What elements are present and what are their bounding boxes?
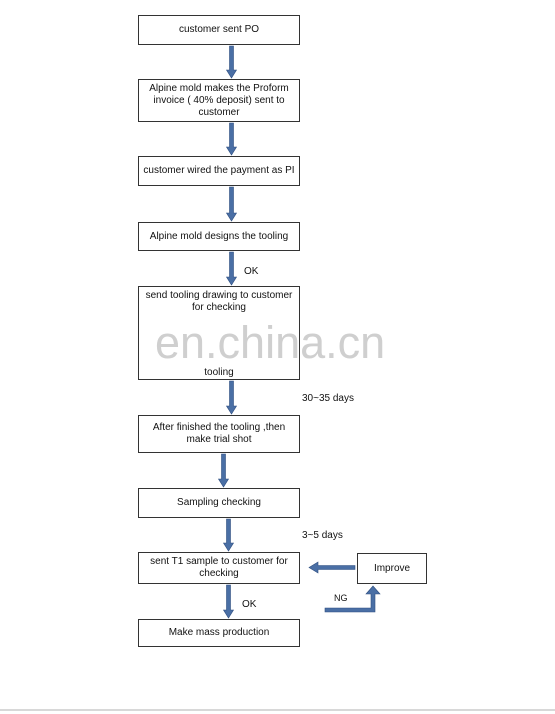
arrow-left-improve <box>308 561 356 574</box>
step-improve-text: Improve <box>373 562 411 574</box>
arrow-down-6 <box>217 453 230 488</box>
step-trial-shot-text: After finished the tooling ,then make tr… <box>152 422 286 445</box>
step-trial-shot: After finished the tooling ,then make tr… <box>138 415 300 453</box>
step-customer-sent-po-text: customer sent PO <box>178 24 260 35</box>
label-30-35-days: 30~35 days <box>302 393 354 404</box>
arrow-down-4 <box>225 251 238 286</box>
step-mass-production-text: Make mass production <box>168 627 270 638</box>
label-3-5-days: 3~5 days <box>302 530 343 541</box>
step-proform-invoice-text: Alpine mold makes the Proform invoice ( … <box>149 82 289 118</box>
step-send-drawing-tooling-text: tooling <box>204 367 234 378</box>
arrow-down-2 <box>225 122 238 156</box>
step-send-t1-sample: sent T1 sample to customer for checking <box>138 552 300 584</box>
step-payment-wired: customer wired the payment as PI <box>138 156 300 186</box>
arrow-ng-return <box>324 585 381 613</box>
arrow-down-1 <box>225 45 238 79</box>
step-mass-production: Make mass production <box>138 619 300 647</box>
step-improve: Improve <box>357 553 427 584</box>
step-sampling-checking: Sampling checking <box>138 488 300 518</box>
step-payment-wired-text: customer wired the payment as PI <box>143 165 295 176</box>
step-sampling-checking-text: Sampling checking <box>177 497 261 508</box>
step-customer-sent-po: customer sent PO <box>138 15 300 45</box>
step-design-tooling: Alpine mold designs the tooling <box>138 222 300 251</box>
arrow-down-8 <box>222 584 235 619</box>
page-bottom-border <box>0 709 555 711</box>
watermark: en.china.cn <box>155 317 386 368</box>
step-proform-invoice: Alpine mold makes the Proform invoice ( … <box>138 79 300 122</box>
step-send-drawing: send tooling drawing to customer for che… <box>138 286 300 380</box>
label-ok-sample: OK <box>242 599 257 610</box>
step-send-drawing-text: send tooling drawing to customer for che… <box>145 290 293 313</box>
arrow-down-5 <box>225 380 238 415</box>
arrow-down-3 <box>225 186 238 222</box>
arrow-down-7 <box>222 518 235 552</box>
step-design-tooling-text: Alpine mold designs the tooling <box>149 230 289 242</box>
step-send-t1-sample-text: sent T1 sample to customer for checking <box>150 556 288 579</box>
label-ok-design: OK <box>244 266 259 277</box>
label-ng: NG <box>334 593 348 603</box>
